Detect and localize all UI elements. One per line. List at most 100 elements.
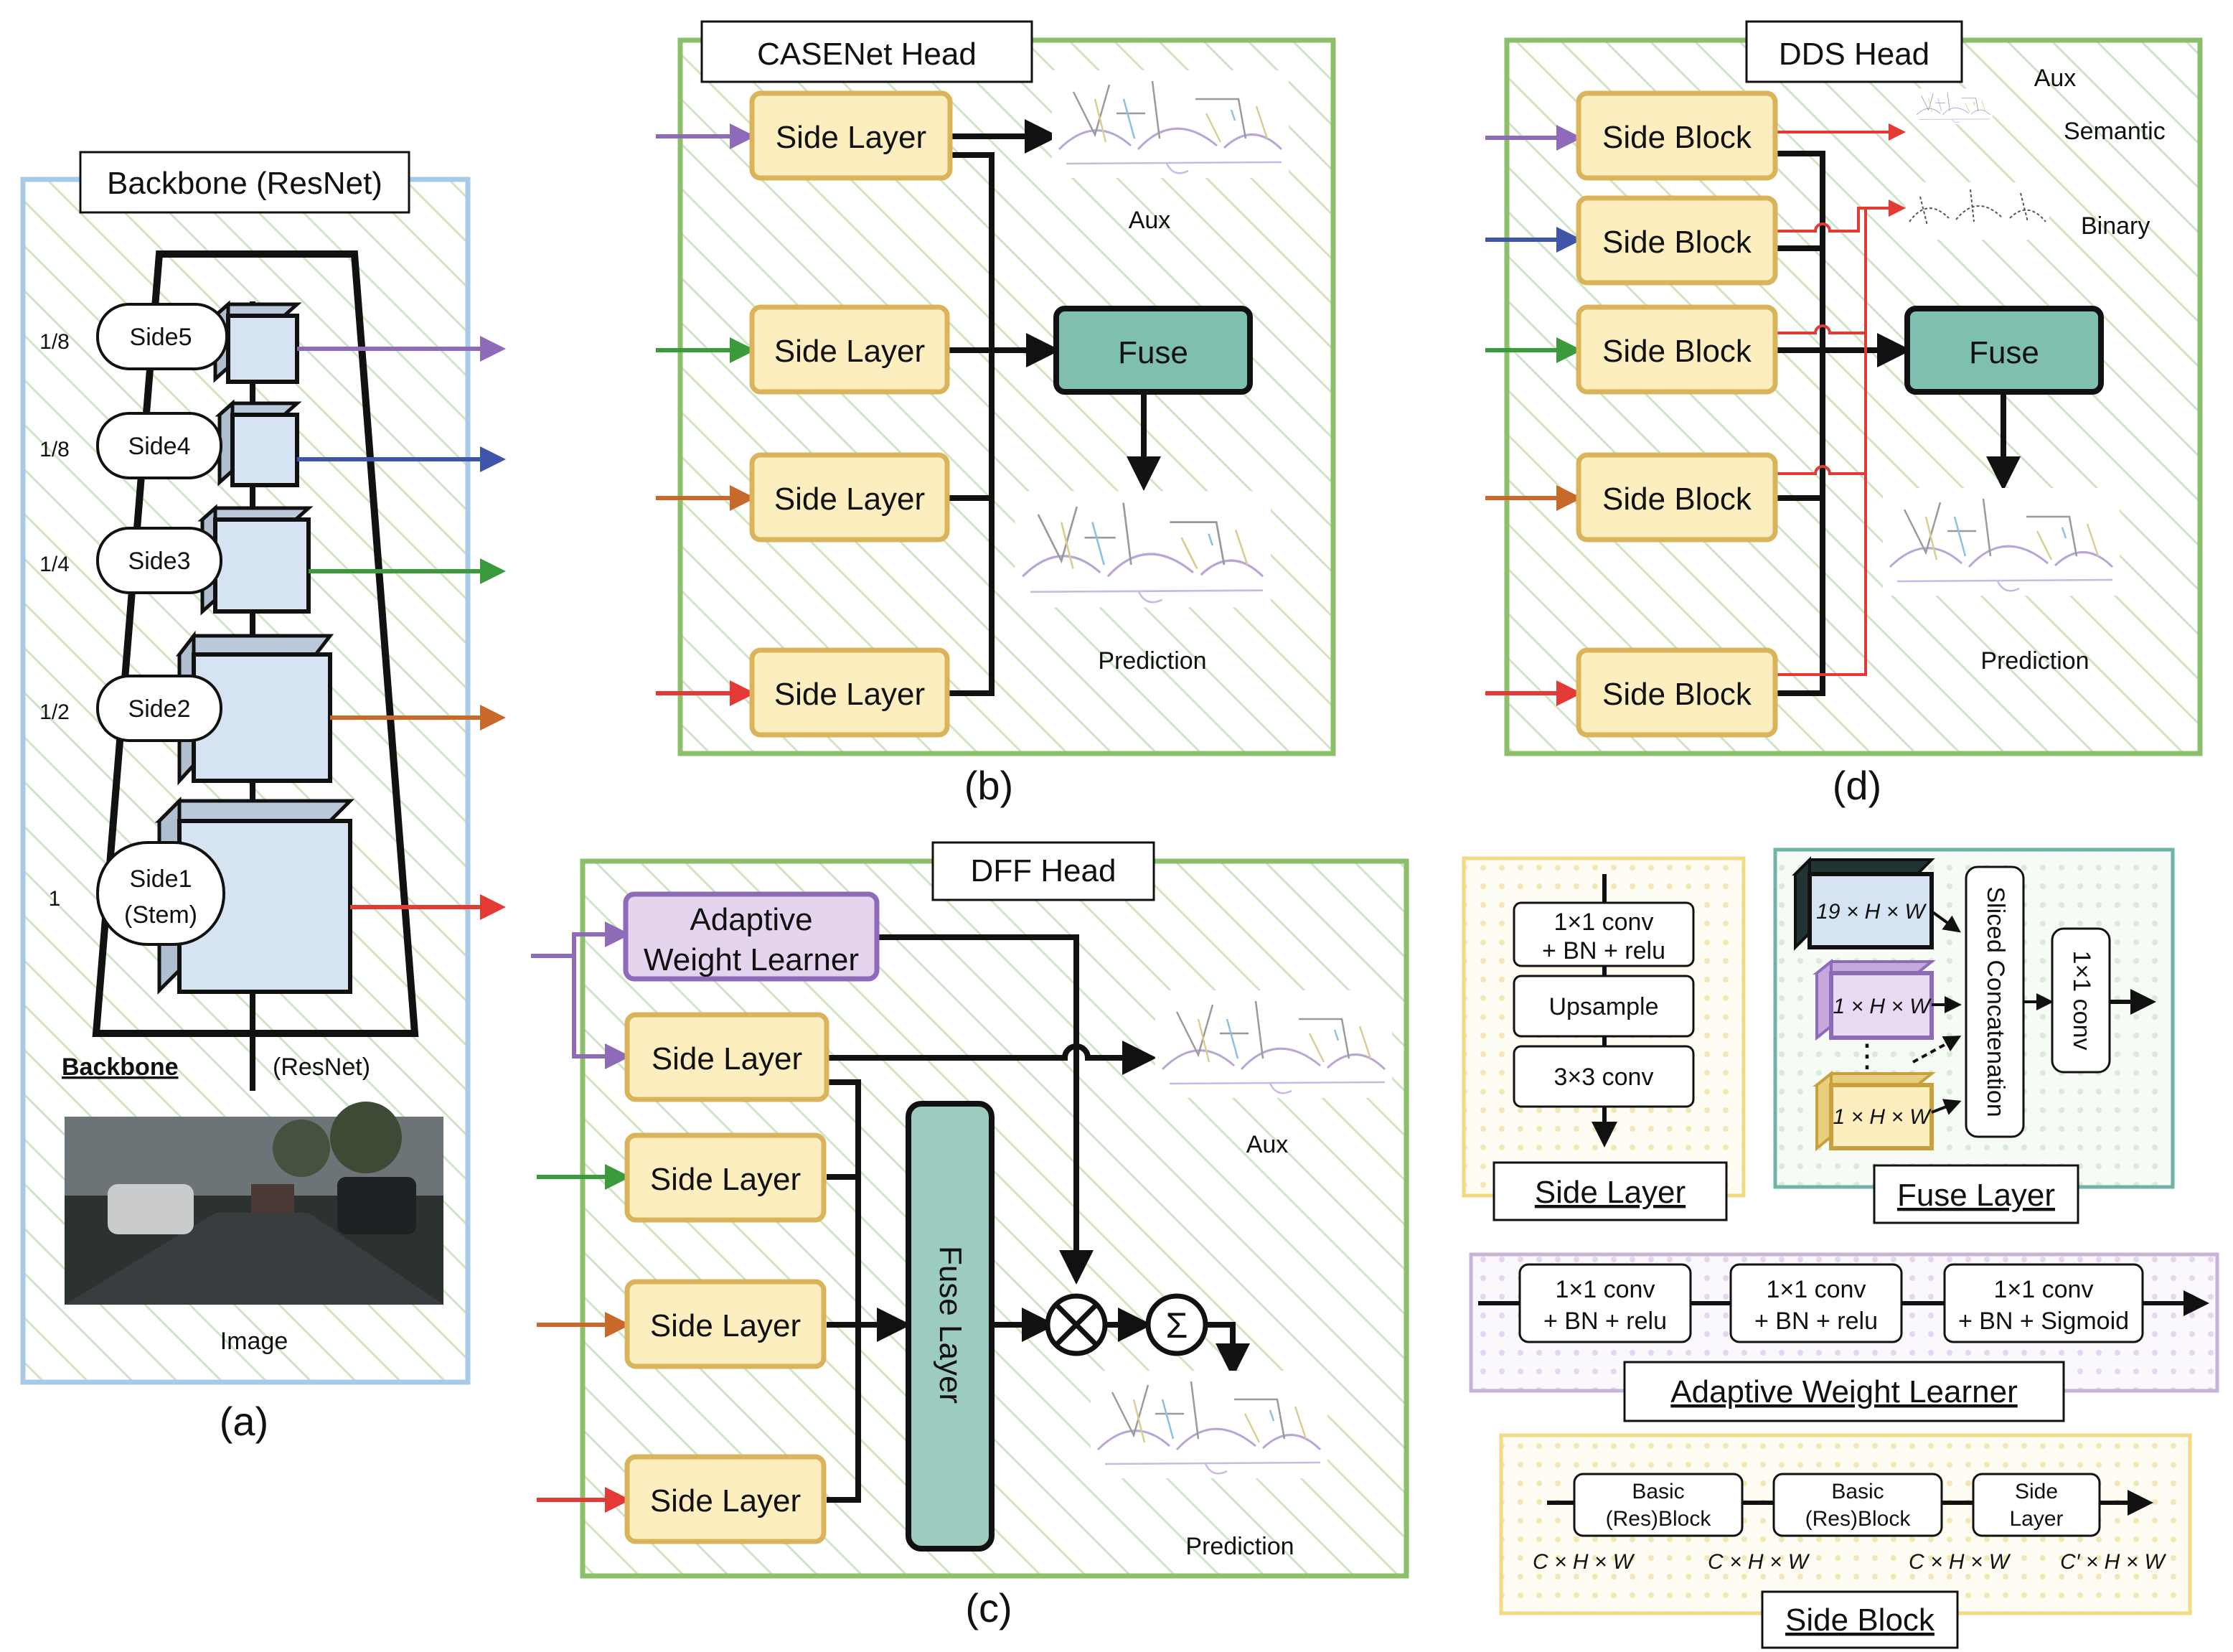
svg-text:Side Block: Side Block: [1602, 677, 1752, 712]
fraction-side3: 1/4: [39, 553, 70, 576]
side4-cube: [215, 399, 302, 487]
svg-text:1×1 conv: 1×1 conv: [1767, 1276, 1866, 1303]
caption-c: (c): [965, 1585, 1012, 1630]
c-aux-label: Aux: [1246, 1131, 1289, 1158]
svg-text:Side Block: Side Block: [1602, 482, 1752, 517]
svg-text:(Res)Block: (Res)Block: [1805, 1507, 1912, 1531]
b-aux-map: [1050, 69, 1290, 179]
c-side-layer-3: Side Layer: [624, 1279, 827, 1369]
c-side-layer-2: Side Layer: [624, 1132, 827, 1223]
fuse-layer-detail-title: Fuse Layer: [1897, 1178, 2055, 1213]
svg-text:Side Layer: Side Layer: [776, 120, 926, 155]
c-side-layer-4: Side Layer: [624, 1454, 827, 1544]
c-sum-node: Σ: [1145, 1293, 1208, 1356]
fraction-side2: 1/2: [39, 700, 70, 724]
d-side-block-1: Side Block: [1576, 90, 1778, 181]
svg-text:Side Block: Side Block: [1602, 334, 1752, 369]
backbone-label: Backbone: [62, 1053, 179, 1081]
svg-text:Basic: Basic: [1632, 1480, 1684, 1503]
panel-d-dds: DDS Head Side Block Side Block Side Bloc…: [1485, 20, 2203, 808]
svg-text:Side Block: Side Block: [1602, 120, 1752, 155]
b-side-layer-1: Side Layer: [749, 90, 953, 181]
svg-text:Side Layer: Side Layer: [650, 1162, 801, 1197]
svg-text:1×1 conv: 1×1 conv: [1554, 909, 1654, 936]
side2-label: Side2: [96, 675, 222, 742]
svg-text:(Stem): (Stem): [124, 901, 197, 929]
fraction-side5: 1/8: [39, 330, 70, 354]
c-aux-map: [1154, 989, 1393, 1099]
b-side-layer-3: Side Layer: [749, 452, 950, 543]
side1-cube: [154, 796, 355, 995]
b-pred-label: Prediction: [1098, 647, 1206, 675]
fraction-side1: 1: [49, 887, 61, 911]
svg-text:+ BN + Sigmoid: + BN + Sigmoid: [1958, 1308, 2129, 1335]
svg-text:1×1 conv: 1×1 conv: [1994, 1276, 2094, 1303]
svg-text:Upsample: Upsample: [1548, 993, 1658, 1020]
svg-text:Side1: Side1: [130, 865, 192, 893]
svg-text:3×3 conv: 3×3 conv: [1554, 1064, 1654, 1091]
svg-text:Fuse: Fuse: [1969, 335, 2039, 370]
sliced-concat-label: Sliced Concatenation: [1982, 886, 2009, 1117]
d-aux-label: Aux: [2034, 65, 2077, 92]
svg-text:Side Layer: Side Layer: [650, 1308, 801, 1343]
input-image: [65, 1102, 443, 1305]
panel-a-backbone: Backbone (ResNet): [20, 151, 506, 1444]
backbone-sub: (ResNet): [273, 1053, 370, 1081]
svg-text:1×1 conv: 1×1 conv: [1556, 1276, 1655, 1303]
b-side-layer-2: Side Layer: [749, 304, 950, 395]
panel-b-title: CASENet Head: [757, 37, 977, 72]
svg-text:Side2: Side2: [128, 695, 191, 723]
d-binary-label: Binary: [2081, 212, 2150, 240]
fuse-input-2: 1 × H × W: [1833, 995, 1932, 1018]
side1-label: Side1 (Stem): [96, 841, 225, 946]
side-block-detail: Basic (Res)Block Basic (Res)Block Side L…: [1499, 1433, 2192, 1649]
c-fuse-layer: Fuse Layer: [906, 1101, 995, 1552]
fuse-conv-label: 1×1 conv: [2068, 951, 2095, 1051]
c-awl-box: Adaptive Weight Learner: [623, 891, 880, 982]
b-pred-map: [1013, 489, 1272, 609]
c-pred-map: [1089, 1369, 1329, 1480]
d-side-block-5: Side Block: [1576, 647, 1778, 738]
d-semantic-map: [1914, 88, 1993, 125]
panel-c-dff: DFF Head Adaptive Weight Learner Side La…: [531, 841, 1409, 1630]
c-multiply-node: [1045, 1293, 1108, 1356]
svg-text:Σ: Σ: [1166, 1305, 1188, 1346]
svg-text:+ BN + relu: + BN + relu: [1754, 1308, 1878, 1335]
svg-text:Side Layer: Side Layer: [652, 1041, 802, 1076]
svg-text:Side Layer: Side Layer: [650, 1483, 801, 1519]
fuse-input-3: 1 × H × W: [1833, 1105, 1932, 1129]
b-fuse-box: Fuse: [1053, 306, 1253, 395]
side-layer-detail-title: Side Layer: [1535, 1175, 1686, 1210]
fuse-dots: ⋮: [1851, 1038, 1883, 1074]
svg-text:Side3: Side3: [128, 548, 191, 575]
awl-detail-title: Adaptive Weight Learner: [1670, 1374, 2017, 1409]
svg-text:Side Layer: Side Layer: [774, 677, 925, 712]
svg-text:Side: Side: [2015, 1480, 2058, 1503]
side-block-detail-title: Side Block: [1785, 1602, 1935, 1638]
d-side-block-4: Side Block: [1576, 452, 1778, 543]
b-aux-label: Aux: [1129, 207, 1171, 234]
c-pred-label: Prediction: [1185, 1533, 1294, 1560]
image-label: Image: [220, 1328, 288, 1355]
panel-c-title: DFF Head: [971, 853, 1116, 888]
fuse-input-1: 19 × H × W: [1816, 900, 1927, 924]
d-binary-map: [1905, 182, 2050, 240]
svg-text:+ BN + relu: + BN + relu: [1543, 1308, 1667, 1335]
svg-text:Adaptive: Adaptive: [690, 902, 812, 937]
side3-label: Side3: [96, 527, 222, 594]
svg-text:Side4: Side4: [128, 433, 191, 460]
svg-text:Side Layer: Side Layer: [774, 482, 925, 517]
svg-text:Fuse: Fuse: [1118, 335, 1188, 370]
caption-b: (b): [964, 763, 1013, 808]
d-pred-map: [1881, 487, 2121, 597]
d-side-block-3: Side Block: [1576, 304, 1778, 395]
panel-a-title: Backbone (ResNet): [107, 166, 382, 201]
fraction-side4: 1/8: [39, 438, 70, 461]
svg-text:Side5: Side5: [130, 324, 192, 351]
svg-text:Basic: Basic: [1831, 1480, 1884, 1503]
d-semantic-label: Semantic: [2064, 118, 2166, 145]
svg-text:C × H × W: C × H × W: [1909, 1550, 2011, 1574]
side5-label: Side5: [96, 303, 228, 370]
svg-text:Side Block: Side Block: [1602, 225, 1752, 260]
